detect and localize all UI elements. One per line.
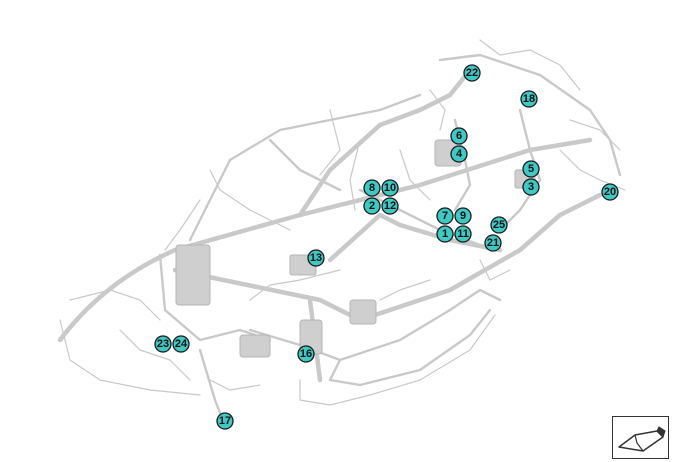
callout-4[interactable]: 4 bbox=[450, 145, 468, 163]
callout-16-label: 16 bbox=[300, 348, 312, 360]
callout-5[interactable]: 5 bbox=[522, 160, 540, 178]
callout-24[interactable]: 24 bbox=[172, 335, 190, 353]
vehicle-outline-icon bbox=[618, 426, 666, 452]
callout-5-label: 5 bbox=[528, 163, 534, 175]
callout-7[interactable]: 7 bbox=[436, 207, 454, 225]
callout-17[interactable]: 17 bbox=[216, 412, 234, 430]
callout-8-label: 8 bbox=[369, 182, 375, 194]
callout-1[interactable]: 1 bbox=[436, 225, 454, 243]
callout-2-label: 2 bbox=[369, 200, 375, 212]
callout-4-label: 4 bbox=[456, 148, 463, 160]
vehicle-orientation-icon bbox=[612, 416, 669, 459]
callout-12-label: 12 bbox=[384, 200, 396, 212]
callout-6-label: 6 bbox=[456, 130, 462, 142]
callout-24-label: 24 bbox=[175, 338, 188, 350]
callout-22[interactable]: 22 bbox=[463, 64, 481, 82]
callout-13[interactable]: 13 bbox=[307, 249, 325, 267]
callout-7-label: 7 bbox=[442, 210, 448, 222]
callout-2[interactable]: 2 bbox=[363, 197, 381, 215]
callout-11-label: 11 bbox=[457, 228, 469, 240]
callout-16[interactable]: 16 bbox=[297, 345, 315, 363]
callout-20[interactable]: 20 bbox=[601, 183, 619, 201]
callout-6[interactable]: 6 bbox=[450, 127, 468, 145]
callout-10[interactable]: 10 bbox=[381, 179, 399, 197]
callout-21[interactable]: 21 bbox=[484, 234, 502, 252]
callout-11[interactable]: 11 bbox=[454, 225, 472, 243]
callout-3-label: 3 bbox=[528, 181, 534, 193]
callout-18-label: 18 bbox=[523, 93, 535, 105]
callout-22-label: 22 bbox=[466, 67, 478, 79]
callout-21-label: 21 bbox=[487, 237, 499, 249]
callout-13-label: 13 bbox=[310, 252, 322, 264]
callout-23[interactable]: 23 bbox=[154, 335, 172, 353]
callout-3[interactable]: 3 bbox=[522, 178, 540, 196]
callout-12[interactable]: 12 bbox=[381, 197, 399, 215]
callout-9-label: 9 bbox=[460, 210, 466, 222]
callout-9[interactable]: 9 bbox=[454, 207, 472, 225]
callout-25[interactable]: 25 bbox=[490, 216, 508, 234]
callout-8[interactable]: 8 bbox=[363, 179, 381, 197]
callout-25-label: 25 bbox=[493, 219, 505, 231]
wiring-harness-drawing bbox=[57, 39, 626, 420]
callout-17-label: 17 bbox=[219, 415, 231, 427]
callout-1-label: 1 bbox=[442, 228, 448, 240]
callout-10-label: 10 bbox=[384, 182, 396, 194]
callout-23-label: 23 bbox=[157, 338, 169, 350]
callout-20-label: 20 bbox=[604, 186, 616, 198]
callout-18[interactable]: 18 bbox=[520, 90, 538, 108]
